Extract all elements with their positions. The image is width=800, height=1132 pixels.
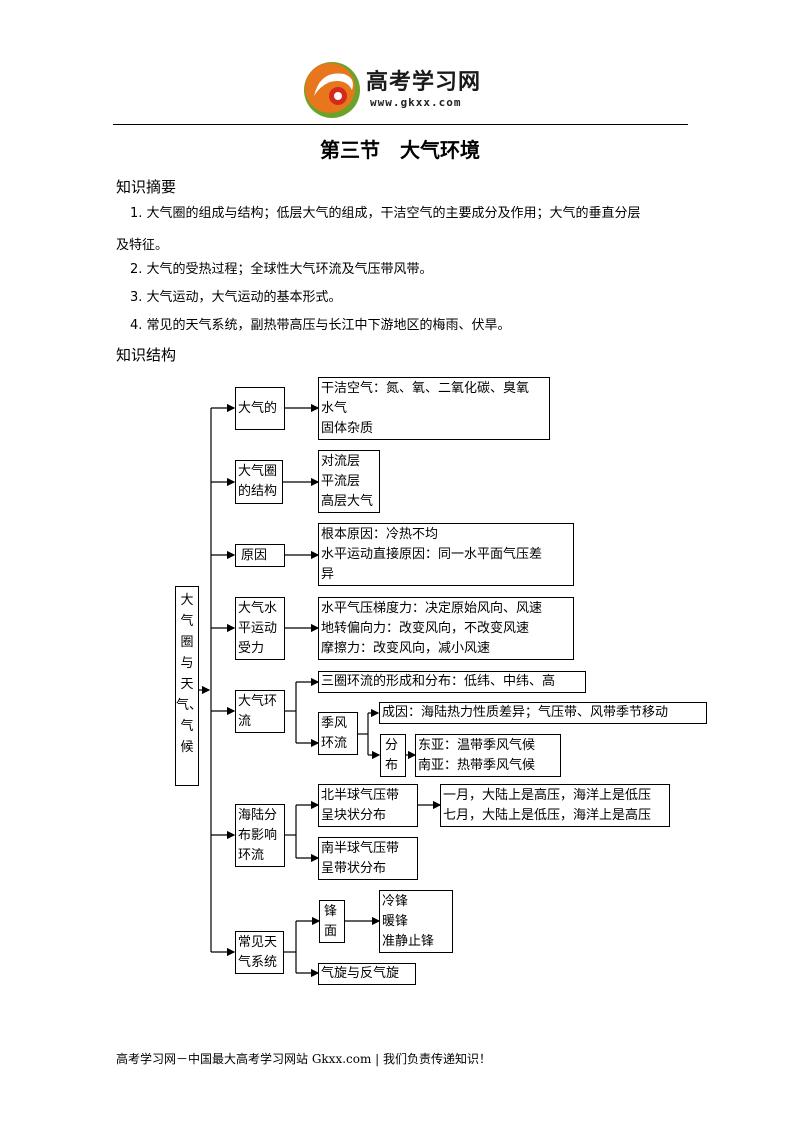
- node-monsoon: 季风 环流: [318, 712, 358, 755]
- node-regions: 东亚：温带季风气候 南亚：热带季风气候: [415, 734, 561, 777]
- root-node: 大 气 圈 与 天 气、 气 候: [175, 586, 203, 786]
- logo-url: www.gkxx.com: [370, 96, 462, 109]
- page-title: 第三节 大气环境: [320, 138, 480, 162]
- root-char: 与: [180, 656, 194, 671]
- node-layers: 对流层 平流层 高层大气: [318, 450, 380, 513]
- node-three-cell: 三圈环流的形成和分布：低纬、中纬、高: [318, 671, 586, 693]
- root-char: 候: [180, 740, 194, 755]
- node-south-hemisphere: 南半球气压带 呈带状分布: [318, 837, 418, 880]
- node-monsoon-cause: 成因：海陆热力性质差异；气压带、风带季节移动: [379, 702, 707, 724]
- root-char: 圈: [180, 635, 194, 650]
- node-front: 锋 面: [319, 900, 345, 943]
- structure-heading: 知识结构: [116, 346, 177, 364]
- node-atmosphere-composition: 大气的: [235, 387, 285, 430]
- summary-item-1: 1. 大气圈的组成与结构；低层大气的组成，干洁空气的主要成分及作用；大气的垂直分…: [130, 206, 641, 221]
- node-horizontal-forces: 大气水 平运动 受力: [235, 597, 285, 660]
- node-north-hemisphere: 北半球气压带 呈块状分布: [318, 784, 418, 827]
- root-char: 气: [180, 719, 194, 734]
- root-char: 气: [180, 614, 194, 629]
- node-composition-detail: 干洁空气：氮、氧、二氧化碳、臭氧 水气 固体杂质: [318, 377, 550, 440]
- page-footer: 高考学习网－中国最大高考学习网站 Gkxx.com | 我们负责传递知识！: [116, 1052, 492, 1066]
- header-divider: [113, 124, 688, 125]
- node-forces-detail: 水平气压梯度力：决定原始风向、风速 地转偏向力：改变风向，不改变风速 摩擦力：改…: [318, 597, 574, 660]
- logo-title: 高考学习网: [366, 70, 482, 95]
- logo-mark-icon: [304, 62, 360, 118]
- node-atmosphere-structure: 大气圈 的结构: [235, 460, 283, 504]
- root-char: 气、: [176, 698, 203, 713]
- node-weather-systems: 常见天 气系统: [235, 931, 284, 974]
- node-cause: 原因: [235, 544, 285, 567]
- node-front-types: 冷锋 暖锋 准静止锋: [379, 890, 453, 953]
- node-land-sea: 海陆分 布影响 环流: [235, 804, 285, 867]
- summary-item-4: 4. 常见的天气系统，副热带高压与长江中下游地区的梅雨、伏旱。: [130, 318, 511, 333]
- summary-item-3: 3. 大气运动，大气运动的基本形式。: [130, 290, 342, 305]
- site-logo: 高考学习网 www.gkxx.com: [300, 56, 520, 126]
- node-circulation: 大气环 流: [235, 690, 285, 733]
- node-cause-detail: 根本原因：冷热不均 水平运动直接原因：同一水平面气压差 异: [318, 523, 574, 586]
- node-cyclone: 气旋与反气旋: [318, 963, 416, 985]
- summary-item-1-cont: 及特征。: [116, 238, 169, 253]
- root-char: 天: [180, 677, 194, 692]
- node-seasonal-pressure: 一月，大陆上是高压，海洋上是低压 七月，大陆上是低压，海洋上是高压: [440, 784, 670, 827]
- summary-heading: 知识摘要: [116, 178, 177, 196]
- summary-item-2: 2. 大气的受热过程；全球性大气环流及气压带风带。: [130, 262, 433, 277]
- root-char: 大: [180, 593, 194, 608]
- node-distribution: 分 布: [380, 734, 406, 777]
